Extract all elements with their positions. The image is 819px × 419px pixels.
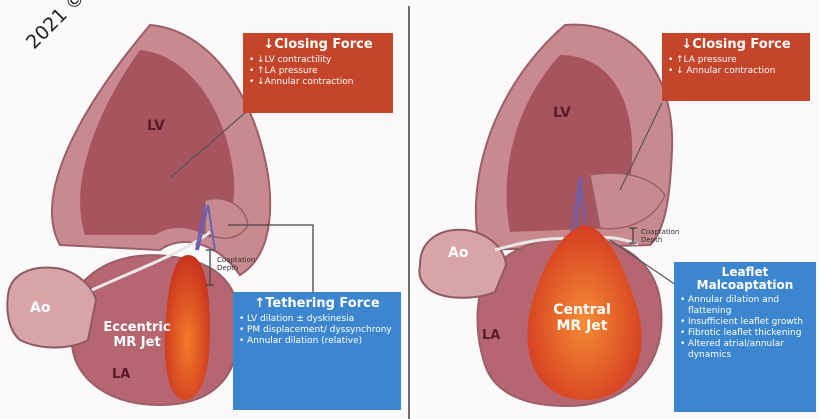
left-panel: 2021 © GRCI, ↓Closing Force ↓LV contract… <box>0 0 409 419</box>
right-ao-label: Ao <box>448 245 468 261</box>
left-closing-item: ↓Annular contraction <box>249 77 387 88</box>
left-jet-label: Eccentric MR Jet <box>92 320 182 350</box>
left-closing-force-title: ↓Closing Force <box>249 37 387 52</box>
right-closing-item: ↓ Annular contraction <box>668 66 804 77</box>
right-malcoaptation-title: Leaflet Malcoaptation <box>680 266 810 292</box>
left-aorta <box>7 267 96 347</box>
right-closing-force-title: ↓Closing Force <box>668 37 804 52</box>
left-closing-force-box: ↓Closing Force ↓LV contractility ↑LA pre… <box>243 33 393 113</box>
right-closing-force-box: ↓Closing Force ↑LA pressure ↓ Annular co… <box>662 33 810 101</box>
right-malcoaptation-item: Insufficient leaflet growth <box>680 317 810 328</box>
left-lv-label: LV <box>147 118 165 134</box>
left-tethering-force-box: ↑Tethering Force LV dilation ± dyskinesi… <box>233 292 401 410</box>
right-coaptation-label: Coaptation Depth <box>641 228 701 244</box>
right-closing-item: ↑LA pressure <box>668 55 804 66</box>
left-ao-label: Ao <box>30 300 50 316</box>
left-tethering-item: LV dilation ± dyskinesia <box>239 314 395 325</box>
right-malcoaptation-box: Leaflet Malcoaptation Annular dilation a… <box>674 262 816 412</box>
left-tethering-item: Annular dilation (relative) <box>239 336 395 347</box>
left-closing-item: ↓LV contractility <box>249 55 387 66</box>
right-malcoaptation-item: Altered atrial/annular dynamics <box>680 339 810 361</box>
left-tethering-force-title: ↑Tethering Force <box>239 296 395 311</box>
left-coaptation-label: Coaptation Depth <box>217 256 269 272</box>
left-closing-item: ↑LA pressure <box>249 66 387 77</box>
right-panel: ↓Closing Force ↑LA pressure ↓ Annular co… <box>410 0 819 419</box>
right-lv-label: LV <box>553 105 571 121</box>
right-malcoaptation-item: Annular dilation and flattening <box>680 295 810 317</box>
right-la-label: LA <box>482 328 500 343</box>
left-tethering-item: PM displacement/ dyssynchrony <box>239 325 395 336</box>
left-la-label: LA <box>112 367 130 382</box>
right-malcoaptation-item: Fibrotic leaflet thickening <box>680 328 810 339</box>
right-jet-label: Central MR Jet <box>542 302 622 334</box>
